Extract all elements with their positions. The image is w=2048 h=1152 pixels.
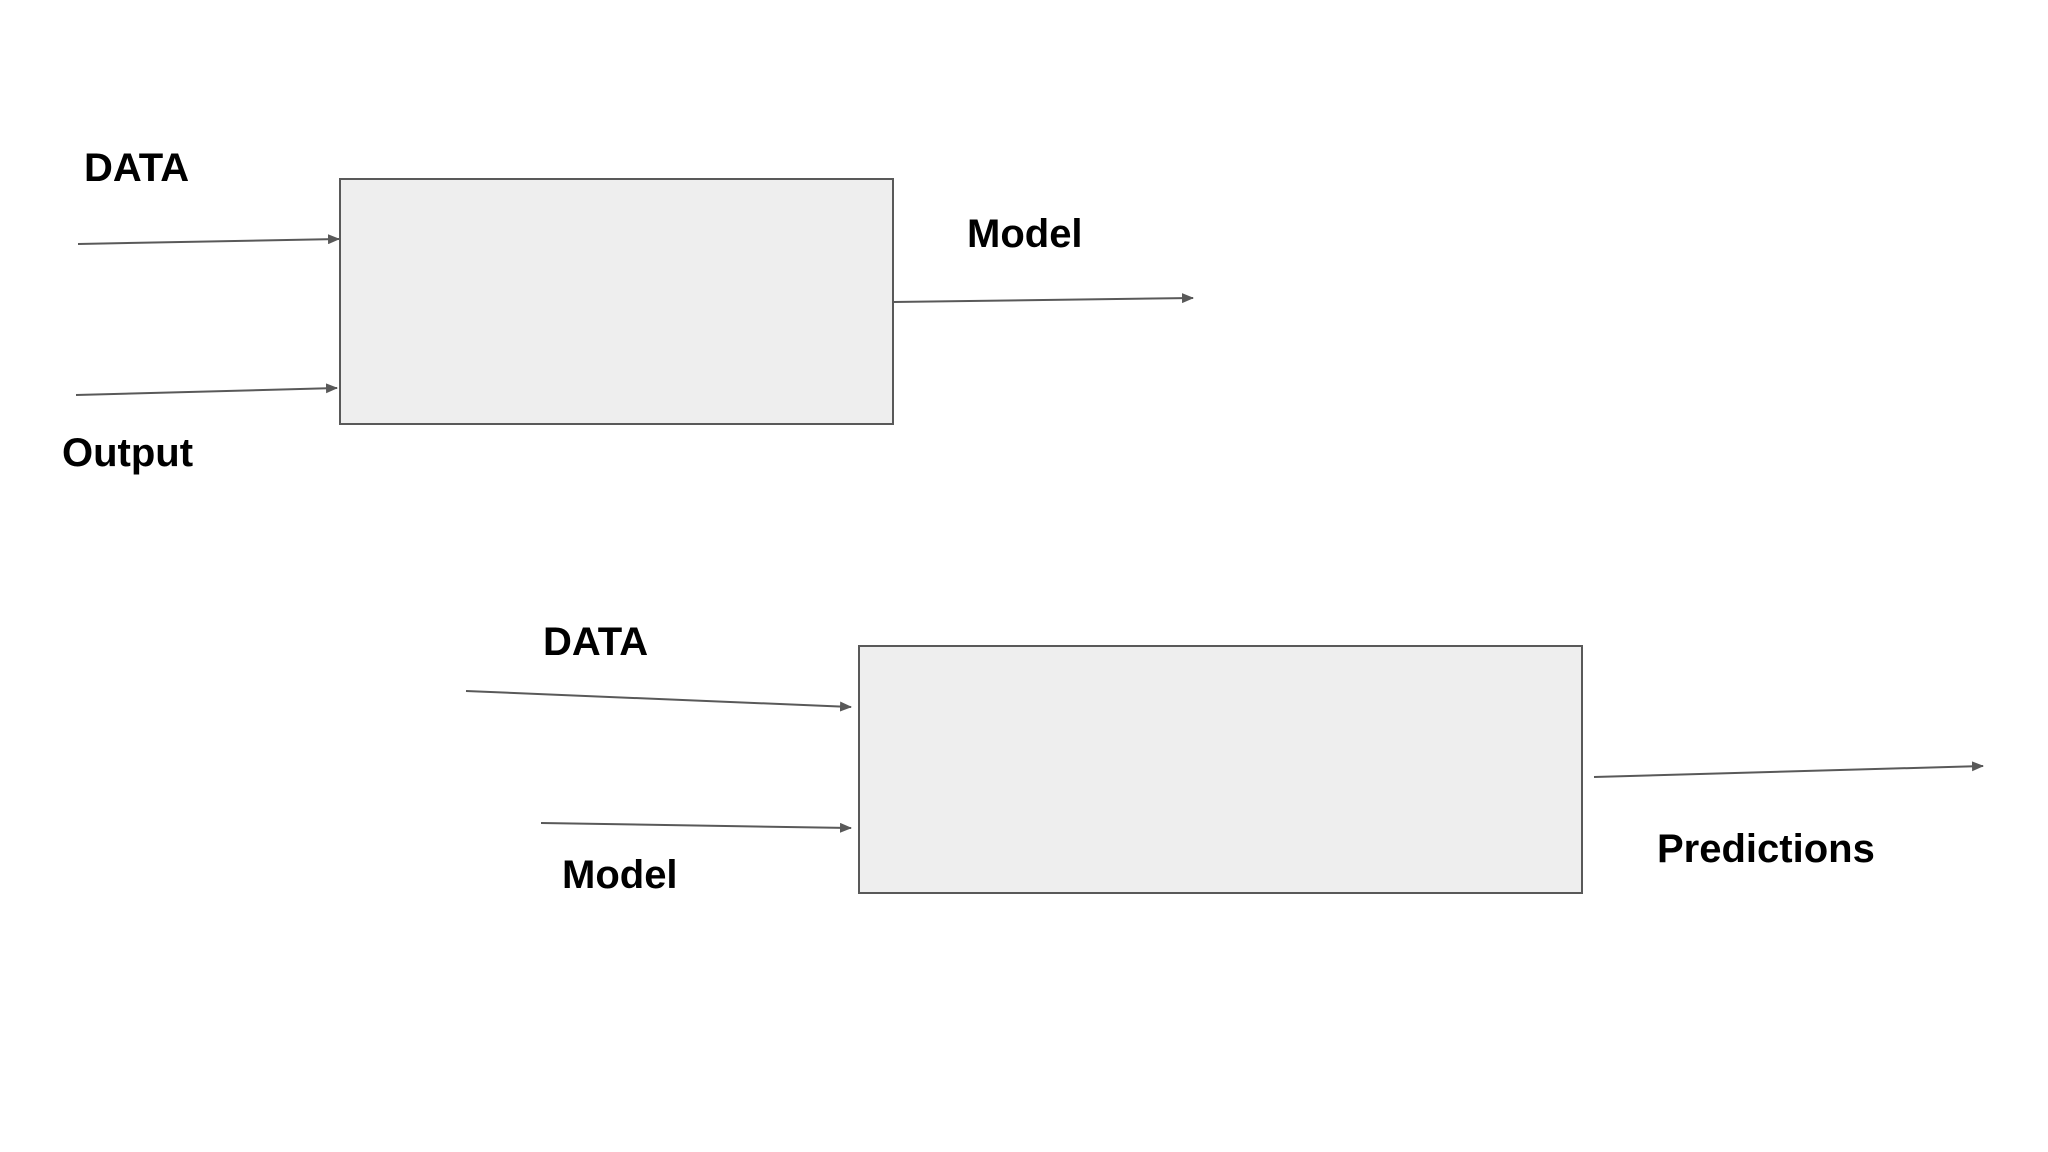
prediction-process: DATA Model Predictions — [465, 620, 1984, 897]
prediction-output-arrow — [1593, 761, 1984, 778]
training-process-box — [339, 178, 894, 425]
prediction-data-label: DATA — [543, 620, 648, 664]
training-model-label: Model — [967, 212, 1083, 256]
prediction-data-arrow — [465, 690, 852, 712]
training-output-arrow — [75, 383, 338, 396]
training-data-label: DATA — [84, 146, 189, 190]
training-data-arrow — [77, 234, 340, 245]
prediction-model-label: Model — [562, 853, 678, 897]
training-output-label: Output — [62, 431, 193, 475]
prediction-process-box — [858, 645, 1583, 894]
training-model-output-arrow — [892, 293, 1194, 304]
prediction-output-label: Predictions — [1657, 827, 1875, 871]
training-process: DATA Output Model — [62, 146, 1194, 475]
prediction-model-arrow — [540, 822, 852, 833]
